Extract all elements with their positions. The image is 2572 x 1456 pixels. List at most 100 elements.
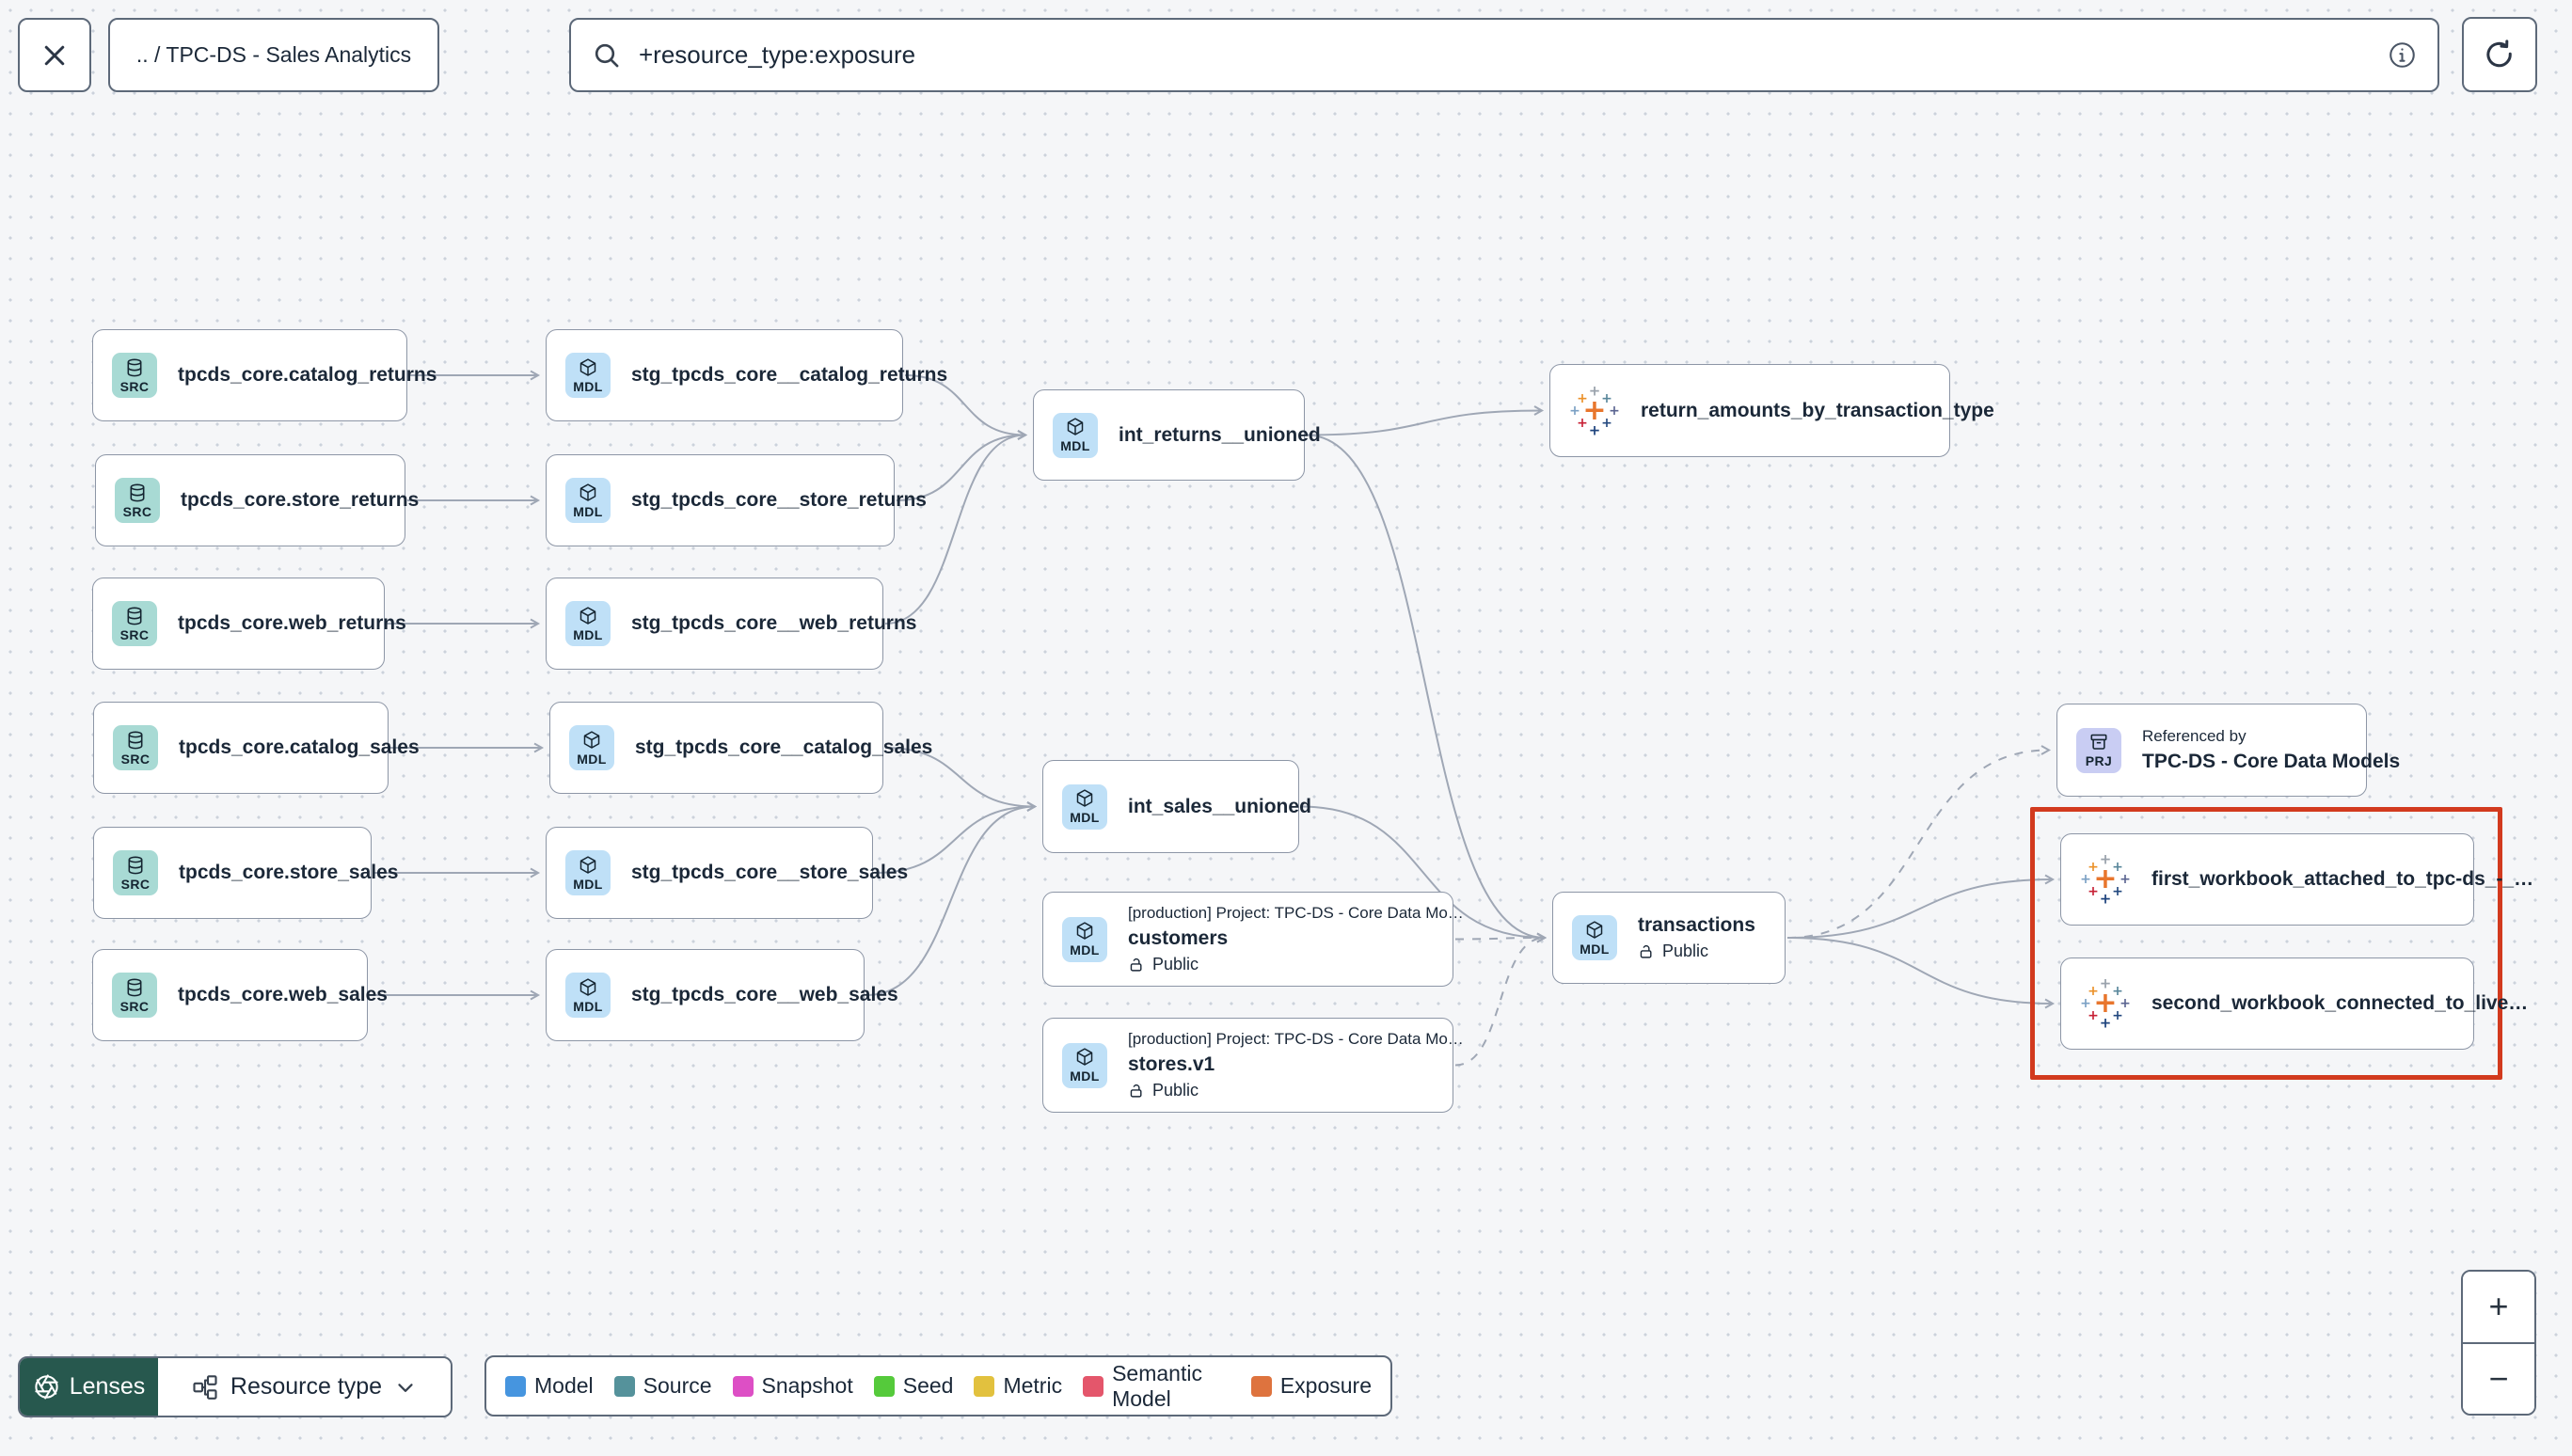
node-src_ws[interactable]: SRC tpcds_core.web_sales xyxy=(92,949,388,1041)
source-database-icon: SRC xyxy=(112,973,157,1018)
lens-controls: Lenses Resource type xyxy=(18,1356,452,1417)
legend-swatch xyxy=(1083,1375,1104,1397)
edge-int_ret-to-ret_amt xyxy=(1306,405,1545,436)
legend-swatch xyxy=(613,1375,635,1397)
search-input[interactable] xyxy=(637,40,2373,71)
close-icon xyxy=(40,41,69,70)
legend-item-snapshot: Snapshot xyxy=(732,1373,853,1399)
breadcrumb-label: .. / TPC-DS - Sales Analytics xyxy=(135,42,412,67)
access-label: Public xyxy=(1662,942,1709,960)
lock-open-icon xyxy=(1638,943,1655,960)
resource-type-dropdown[interactable]: Resource type xyxy=(158,1358,451,1416)
zoom-in-button[interactable]: + xyxy=(2463,1272,2534,1342)
breadcrumb[interactable]: .. / TPC-DS - Sales Analytics xyxy=(108,18,439,92)
tableau-exposure-icon: +++++++++ xyxy=(2080,974,2131,1032)
node-int_sal[interactable]: MDL int_sales__unioned xyxy=(1042,760,1311,853)
node-access: Public xyxy=(1638,942,1755,961)
node-label: int_sales__unioned xyxy=(1128,795,1311,817)
project-archive-icon: PRJ xyxy=(2076,727,2121,773)
selection-highlight-box xyxy=(2030,807,2502,1080)
aperture-icon xyxy=(33,1373,60,1401)
node-label: stg_tpcds_core__web_returns xyxy=(631,612,917,634)
node-label: second_workbook_connected_to_live… xyxy=(2151,992,2529,1014)
node-label: transactions xyxy=(1638,914,1755,936)
close-button[interactable] xyxy=(18,18,91,92)
lenses-button[interactable]: Lenses xyxy=(20,1358,158,1416)
node-context: [production] Project: TPC-DS - Core Data… xyxy=(1128,904,1464,922)
node-text: stg_tpcds_core__store_sales xyxy=(631,862,908,884)
edge-txn-to-wb1 xyxy=(1786,874,2056,939)
access-label: Public xyxy=(1152,955,1199,973)
legend-item-semantic-model: Semantic Model xyxy=(1083,1361,1230,1412)
node-label: tpcds_core.catalog_sales xyxy=(179,736,420,758)
node-text: tpcds_core.catalog_sales xyxy=(179,736,420,759)
node-label: tpcds_core.store_sales xyxy=(179,862,399,883)
edge-int_ret-to-txn xyxy=(1306,434,1548,943)
legend-label: Source xyxy=(643,1373,712,1398)
node-label: customers xyxy=(1128,927,1229,949)
node-src_ss[interactable]: SRC tpcds_core.store_sales xyxy=(93,827,399,919)
node-label: tpcds_core.catalog_returns xyxy=(178,364,437,386)
refresh-button[interactable] xyxy=(2462,17,2537,92)
edge-cust-to-txn xyxy=(1454,932,1548,943)
node-access: Public xyxy=(1128,955,1434,974)
node-label: first_workbook_attached_to_tpc-ds_-_… xyxy=(2151,868,2534,890)
node-text: [production] Project: TPC-DS - Core Data… xyxy=(1128,1030,1464,1100)
legend-item-seed: Seed xyxy=(873,1373,954,1399)
legend-item-metric: Metric xyxy=(974,1373,1062,1399)
node-label: tpcds_core.store_returns xyxy=(181,489,420,511)
resource-type-label: Resource type xyxy=(230,1373,383,1400)
node-wb1[interactable]: +++++++++ first_workbook_attached_to_tpc-… xyxy=(2060,833,2534,926)
legend-label: Semantic Model xyxy=(1112,1360,1202,1411)
source-database-icon: SRC xyxy=(113,850,158,895)
search-icon xyxy=(592,40,622,71)
legend-label: Exposure xyxy=(1279,1373,1372,1398)
node-text: first_workbook_attached_to_tpc-ds_-_… xyxy=(2151,868,2534,891)
node-text: second_workbook_connected_to_live… xyxy=(2151,992,2529,1015)
node-text: tpcds_core.web_sales xyxy=(178,984,388,1006)
model-cube-icon: MDL xyxy=(1062,916,1107,962)
model-cube-icon: MDL xyxy=(565,353,611,398)
legend-swatch xyxy=(974,1375,995,1397)
node-ret_amt[interactable]: +++++++++return_amounts_by_transaction_t… xyxy=(1549,364,1994,457)
zoom-out-button[interactable]: − xyxy=(2463,1343,2534,1414)
model-cube-icon: MDL xyxy=(1062,783,1107,830)
node-wb2[interactable]: +++++++++ second_workbook_connected_to_li… xyxy=(2060,957,2529,1050)
node-text: [production] Project: TPC-DS - Core Data… xyxy=(1128,904,1464,974)
refresh-icon xyxy=(2483,38,2516,71)
node-label: return_amounts_by_transaction_type xyxy=(1641,399,1994,421)
search-bar[interactable] xyxy=(569,18,2439,92)
tableau-exposure-icon: +++++++++ xyxy=(2080,850,2131,908)
edge-stg_wr-to-int_ret xyxy=(884,430,1028,625)
node-stor[interactable]: MDL[production] Project: TPC-DS - Core D… xyxy=(1042,1018,1464,1113)
model-cube-icon: MDL xyxy=(565,478,611,523)
legend-label: Seed xyxy=(902,1373,954,1398)
edge-stor-to-txn xyxy=(1454,932,1548,1067)
source-database-icon: SRC xyxy=(113,725,158,770)
node-context: Referenced by xyxy=(2142,727,2247,745)
info-icon[interactable] xyxy=(2388,40,2417,70)
resource-type-icon xyxy=(191,1373,219,1401)
node-src_cs[interactable]: SRC tpcds_core.catalog_sales xyxy=(93,702,420,794)
node-stg_ss[interactable]: MDL stg_tpcds_core__store_sales xyxy=(546,827,908,919)
node-text: return_amounts_by_transaction_type xyxy=(1641,399,1994,422)
zoom-controls: + − xyxy=(2461,1270,2536,1416)
zoom-divider xyxy=(2463,1341,2534,1344)
node-cust[interactable]: MDL [production] Project: TPC-DS - Core D… xyxy=(1042,892,1464,987)
model-cube-icon: MDL xyxy=(565,850,611,895)
model-cube-icon: MDL xyxy=(565,973,611,1018)
edge-txn-to-prj xyxy=(1786,745,2052,939)
